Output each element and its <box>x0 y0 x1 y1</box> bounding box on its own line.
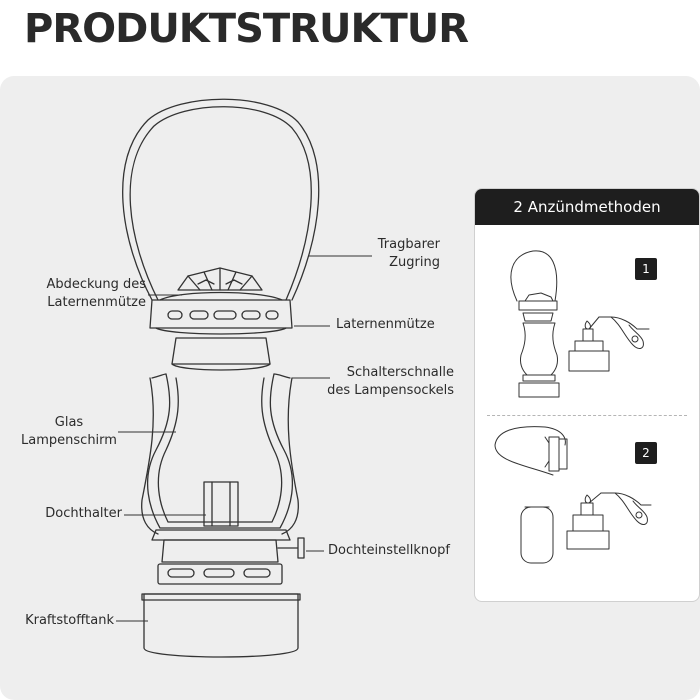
label-laternenmuetze: Laternenmütze <box>336 317 435 332</box>
handle-outer <box>122 98 320 301</box>
method-1-lantern <box>510 250 560 398</box>
wick-knob <box>277 537 305 559</box>
label-dochteinstellknopf: Dochteinstellknopf <box>328 543 450 558</box>
handle-inner <box>129 106 312 301</box>
label-abdeckung: Abdeckung des Laternenmütze <box>46 277 146 310</box>
label-kraftstofftank: Kraftstofftank <box>25 613 114 628</box>
method-2-base-and-hand <box>566 492 652 550</box>
glass-outer <box>146 373 294 529</box>
label-glas: Glas Lampenschirm <box>21 415 117 448</box>
step-1-badge: 1 <box>635 258 657 280</box>
method-2-lantern <box>494 426 568 564</box>
label-tragbarer-zugring: Tragbarer Zugring <box>377 237 440 270</box>
cap-top <box>159 291 283 301</box>
label-schalterschnalle: Schalterschnalle des Lampensockels <box>327 365 454 398</box>
ignition-illustrations <box>494 250 652 564</box>
cap-band <box>149 299 293 329</box>
methods-divider <box>487 415 687 416</box>
glass-inner <box>157 377 283 523</box>
step-2-badge: 2 <box>635 442 657 464</box>
neck <box>171 337 271 365</box>
ignition-methods-card: 2 Anzündmethoden 1 2 <box>474 188 700 602</box>
page-title: PRODUKTSTRUKTUR <box>24 6 469 52</box>
label-dochthalter: Dochthalter <box>45 506 122 521</box>
wick-holder <box>203 481 239 527</box>
fuel-tank <box>143 593 299 658</box>
ignition-methods-heading: 2 Anzündmethoden <box>475 189 699 225</box>
method-1-base-and-hand <box>568 316 650 372</box>
